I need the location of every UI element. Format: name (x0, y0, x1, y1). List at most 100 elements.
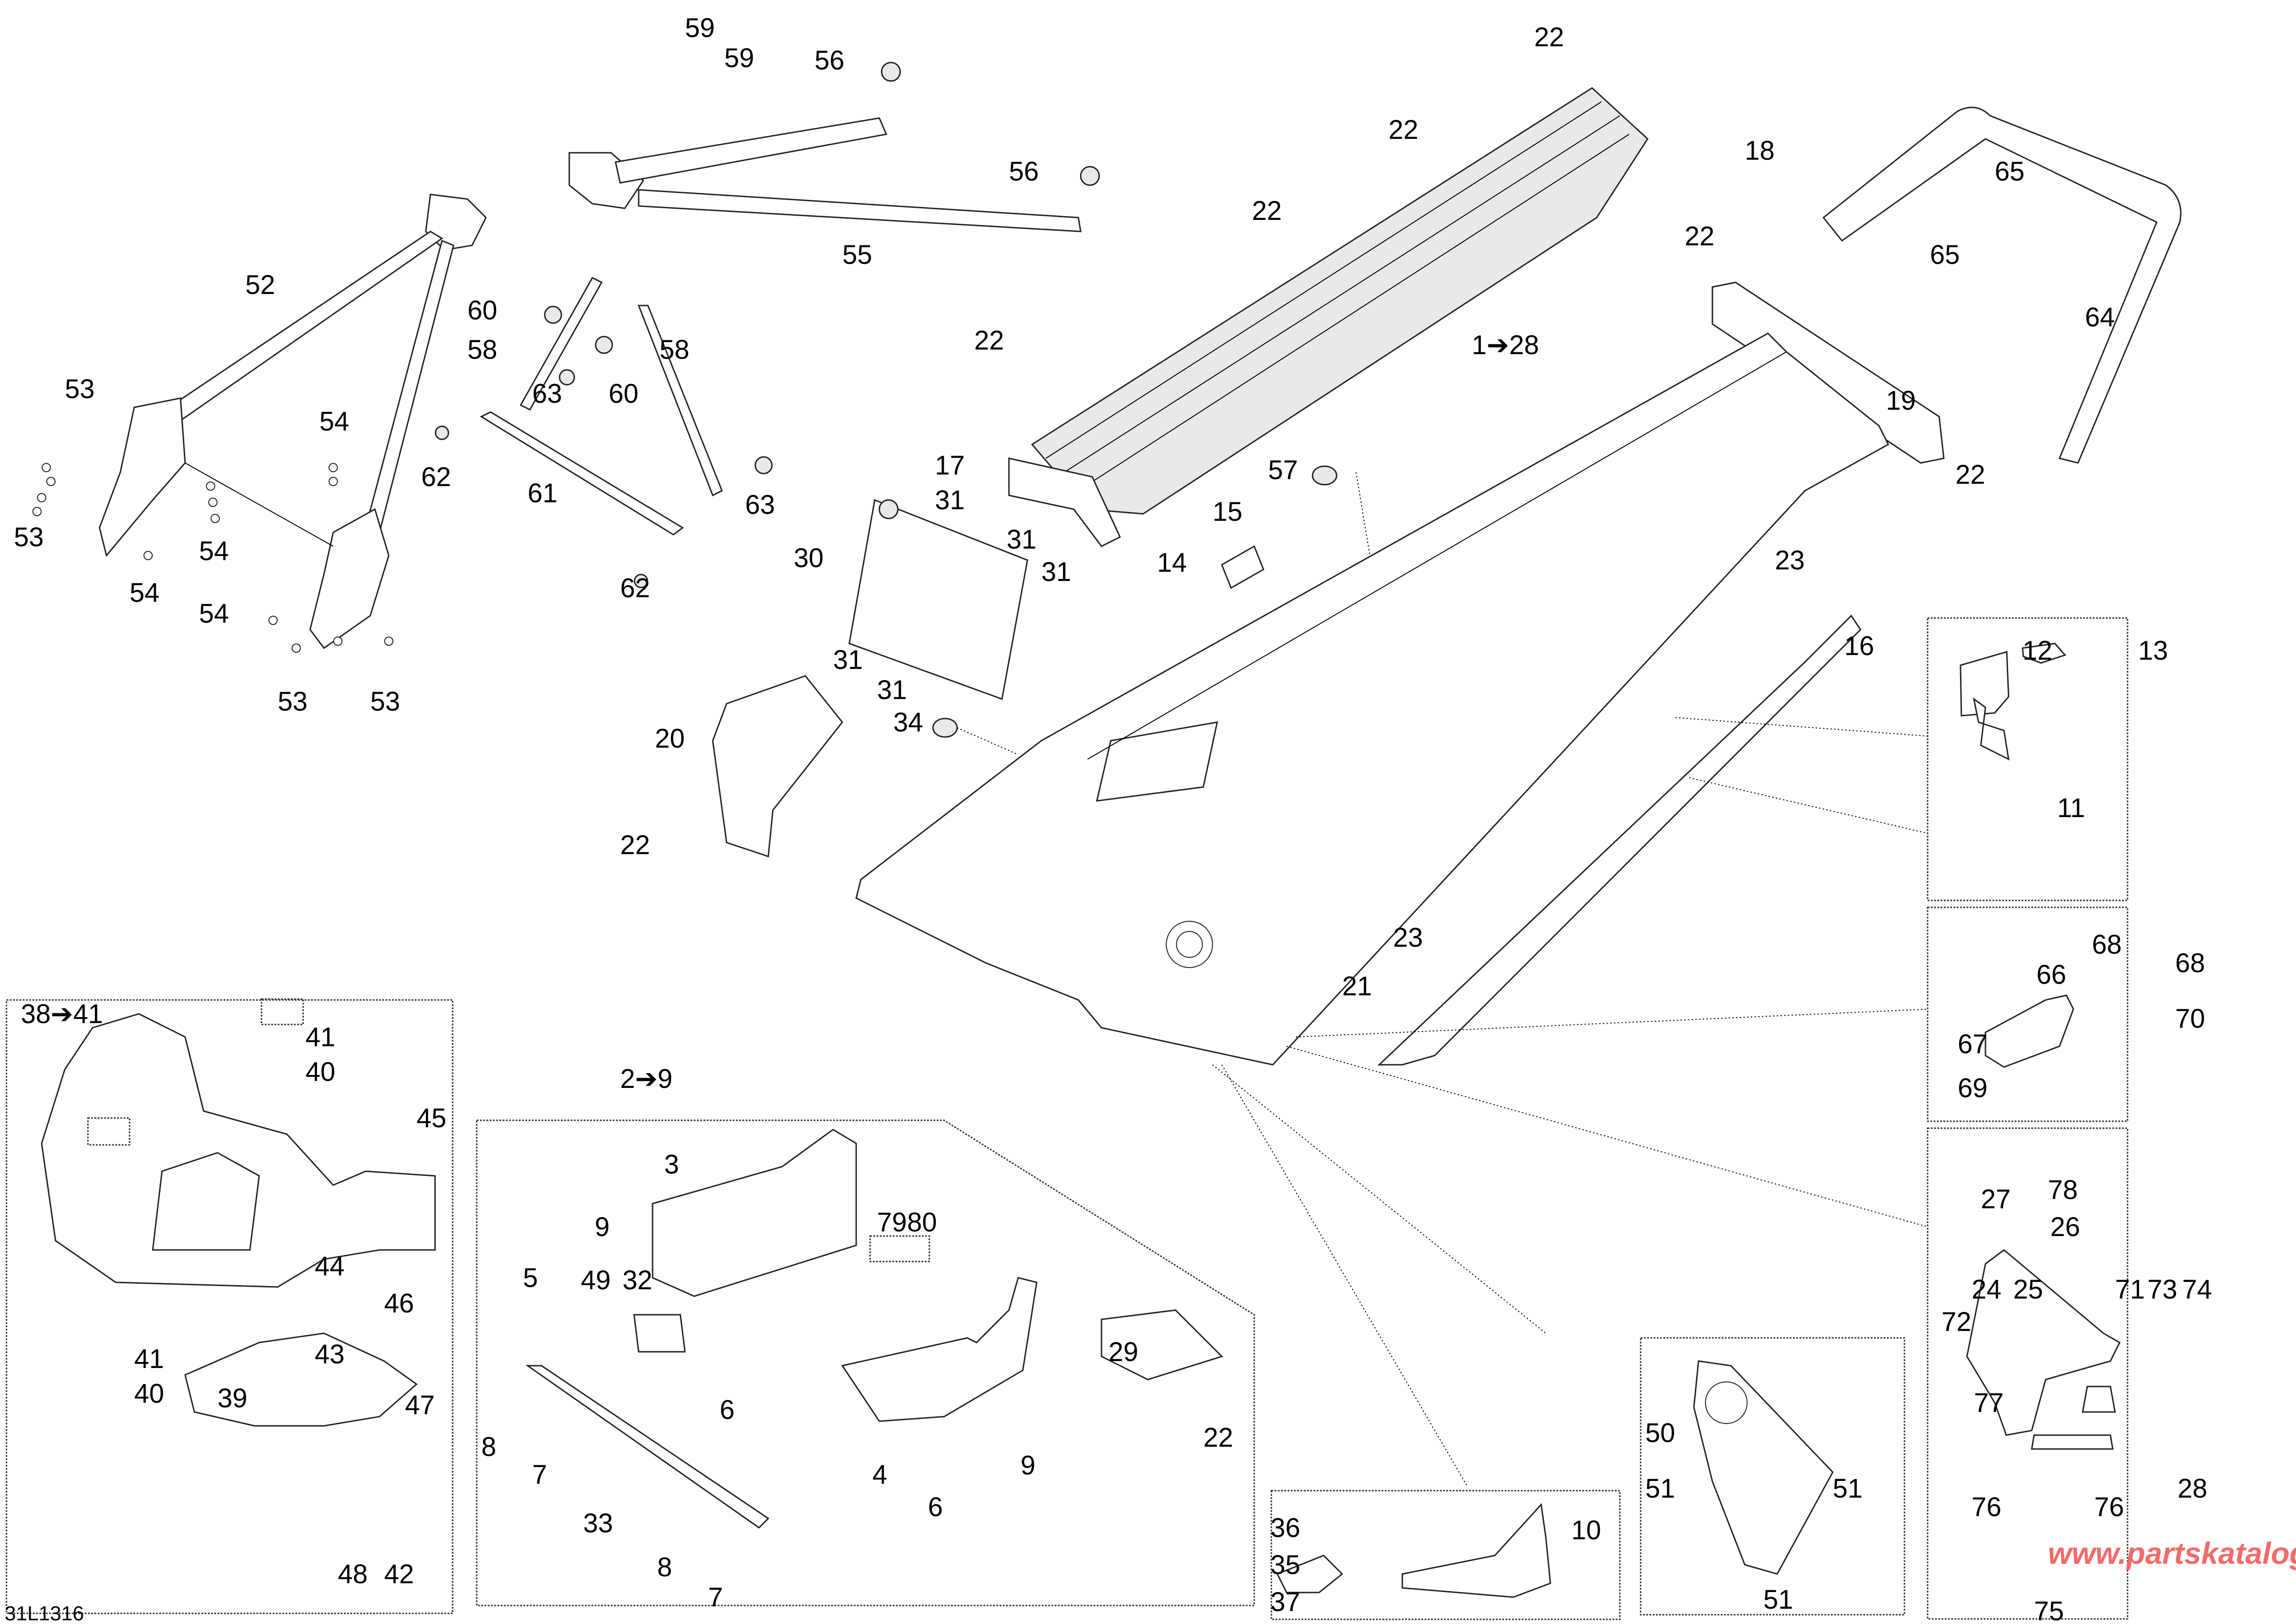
callout-48: 48 (338, 1559, 368, 1589)
front-a-frame-52 (99, 194, 487, 650)
callout-15: 15 (1213, 497, 1243, 527)
bracket-20 (712, 675, 843, 858)
callout-53b: 53 (14, 522, 44, 552)
tunnel-18 (1031, 87, 1649, 515)
callout-42: 42 (384, 1559, 414, 1589)
callout-30: 30 (794, 543, 824, 573)
callout-14: 14 (1157, 548, 1187, 578)
callout-79: 79 (877, 1207, 907, 1237)
callout-63a: 63 (532, 379, 562, 409)
callout-45: 45 (417, 1103, 447, 1133)
callout-7b: 7 (708, 1582, 723, 1612)
callout-20: 20 (655, 724, 685, 754)
rear-bumper-64 (1822, 106, 2182, 464)
callout-25: 25 (2013, 1274, 2043, 1305)
callout-58a: 58 (467, 335, 498, 365)
figure-code: 31L1316 (5, 1602, 84, 1624)
callout-32: 32 (622, 1265, 653, 1295)
chassis-1-28 (855, 332, 1889, 1066)
callout-53c: 53 (278, 687, 308, 717)
callout-63b: 63 (745, 490, 775, 520)
callout-54d: 54 (199, 599, 229, 629)
callout-41a: 41 (305, 1022, 336, 1052)
callout-41b: 41 (134, 1344, 164, 1374)
callout-19: 19 (1886, 386, 1916, 416)
callout-9b: 9 (1020, 1450, 1035, 1480)
callout-16: 16 (1844, 631, 1874, 661)
callout-9a: 9 (595, 1212, 610, 1242)
callout-34: 34 (893, 707, 923, 737)
callout-54b: 54 (199, 536, 229, 566)
inset-box-2-9 (476, 1119, 1255, 1606)
callout-62b: 62 (620, 573, 650, 603)
callout-78: 78 (2048, 1175, 2078, 1205)
plug-34 (932, 718, 958, 738)
callout-57: 57 (1268, 455, 1298, 485)
callout-65a: 65 (1995, 156, 2025, 187)
callout-17: 17 (935, 450, 965, 481)
callout-60b: 60 (609, 379, 639, 409)
callout-56b: 56 (1009, 156, 1039, 187)
links-58-61 (435, 277, 773, 588)
callout-52: 52 (245, 270, 275, 300)
watermark: www.partskatalog.ru (2048, 1536, 2296, 1570)
callout-31d: 31 (833, 645, 863, 675)
callout-36: 36 (1270, 1513, 1300, 1543)
callout-11: 11 (2057, 793, 2085, 823)
callout-67: 67 (1958, 1029, 1988, 1059)
callout-51a: 51 (1645, 1474, 1675, 1504)
callout-6b: 6 (928, 1492, 943, 1522)
callout-40b: 40 (134, 1379, 164, 1409)
callout-80: 80 (907, 1207, 937, 1237)
callout-51c: 51 (1763, 1585, 1793, 1615)
callout-28: 28 (2178, 1474, 2208, 1504)
callout-31b: 31 (1007, 525, 1037, 555)
callout-50: 50 (1645, 1418, 1675, 1448)
callout-72: 72 (1941, 1307, 1972, 1337)
callout-73: 73 (2147, 1274, 2178, 1305)
callout-1-28: 1➔28 (1472, 330, 1539, 360)
callout-59b: 59 (724, 43, 754, 73)
callout-58b: 58 (660, 335, 690, 365)
callout-69: 69 (1958, 1073, 1988, 1103)
inset-box-66-70 (1927, 906, 2128, 1122)
callout-24: 24 (1972, 1274, 2002, 1305)
callout-46: 46 (384, 1288, 414, 1318)
callout-40a: 40 (305, 1057, 336, 1087)
callout-76b: 76 (2094, 1492, 2124, 1522)
callout-43: 43 (315, 1339, 345, 1369)
leader-lines (957, 472, 1928, 1487)
inset-box-71-78 (1927, 1127, 2128, 1620)
callout-55: 55 (842, 240, 872, 270)
callout-44: 44 (315, 1251, 345, 1281)
callout-22c: 22 (1685, 221, 1715, 251)
rear-rail-19 (1711, 281, 1945, 464)
upper-arm-55 (568, 62, 1100, 232)
callout-6a: 6 (720, 1395, 734, 1425)
callout-53a: 53 (65, 374, 95, 404)
callout-71: 71 (2115, 1274, 2145, 1305)
callout-54a: 54 (319, 406, 349, 437)
callout-39: 39 (218, 1383, 248, 1413)
callout-2-9: 2➔9 (620, 1064, 672, 1094)
callout-75: 75 (2034, 1596, 2064, 1624)
inset-box-10-37 (1270, 1490, 1621, 1620)
callout-26: 26 (2050, 1212, 2080, 1242)
callout-49: 49 (581, 1265, 611, 1295)
bracket-17 (1008, 457, 1121, 547)
inset-box-11-13 (1927, 617, 2128, 901)
callout-22e: 22 (1955, 460, 1985, 490)
callout-68b: 68 (2175, 948, 2205, 978)
callout-60a: 60 (467, 295, 498, 325)
callout-47: 47 (405, 1390, 435, 1420)
callout-31e: 31 (877, 675, 907, 705)
small-bracket-14 (1221, 545, 1264, 589)
callout-22g: 22 (1388, 115, 1419, 145)
callout-7a: 7 (532, 1460, 547, 1490)
callout-3: 3 (664, 1149, 679, 1180)
callout-18: 18 (1745, 136, 1775, 166)
callout-31a: 31 (935, 485, 965, 515)
callout-65b: 65 (1930, 240, 1960, 270)
callout-23b: 23 (1393, 923, 1423, 953)
